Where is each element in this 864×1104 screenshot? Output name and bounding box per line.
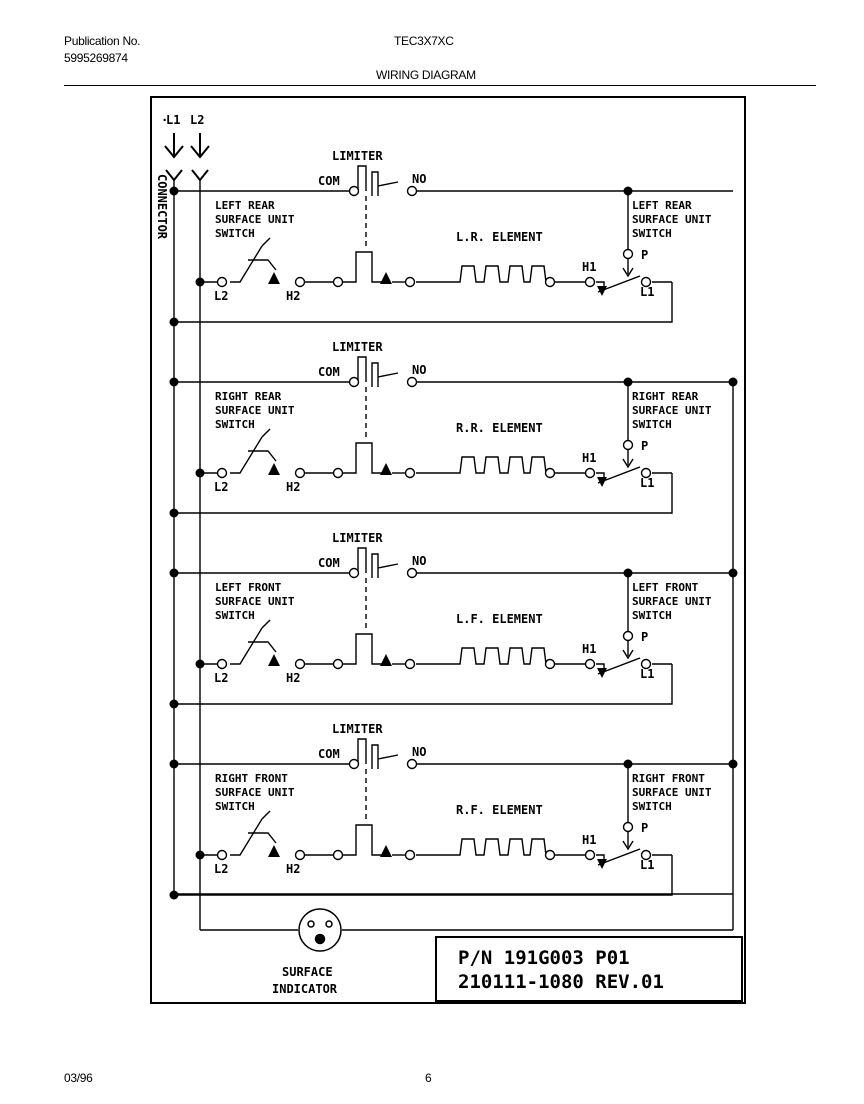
right-switch-label-line-3: SWITCH [632,609,672,622]
header-rule [64,85,816,86]
left-switch-label-line-1: RIGHT REAR [215,390,282,403]
right-switch-label-line-3: SWITCH [632,418,672,431]
h1-terminal-label: H1 [582,833,596,847]
supply-bus [173,180,734,931]
left-switch-label-line-3: SWITCH [215,609,255,622]
left-switch-label-line-1: LEFT REAR [215,199,275,212]
h2-terminal-label: H2 [286,671,300,685]
com-label: COM [318,747,340,761]
left-switch-label-line-3: SWITCH [215,227,255,240]
p-terminal-label: P [641,439,648,453]
p-terminal-label: P [641,821,648,835]
part-number-box [435,936,743,1002]
l2-terminal-label: L2 [214,862,228,876]
left-switch-label-line-2: SURFACE UNIT [215,404,295,417]
limiter-label: LIMITER [332,340,383,354]
right-switch-label-line-1: RIGHT REAR [632,390,699,403]
left-switch-label-line-2: SURFACE UNIT [215,786,295,799]
left-switch-label-line-3: SWITCH [215,800,255,813]
right-switch-label-line-2: SURFACE UNIT [632,595,712,608]
right-switch-label-line-3: SWITCH [632,800,672,813]
no-label: NO [412,745,426,759]
p-terminal-label: P [641,248,648,262]
limiter-label: LIMITER [332,722,383,736]
limiter-label: LIMITER [332,531,383,545]
indicator-label-line-2: INDICATOR [272,982,338,996]
no-label: NO [412,172,426,186]
publication-number: 5995269874 [64,51,128,65]
revision-number: 210111-1080 REV.01 [458,971,664,993]
left-switch-label-line-2: SURFACE UNIT [215,213,295,226]
element-label: L.F. ELEMENT [456,612,543,626]
h2-terminal-label: H2 [286,480,300,494]
no-label: NO [412,363,426,377]
limiter-label: LIMITER [332,149,383,163]
l1-terminal-label: L1 [640,476,654,490]
l2-terminal-label: L2 [214,480,228,494]
l1-terminal-label: L1 [640,667,654,681]
model-number: TEC3X7XC [394,34,454,48]
l1-terminal-label: L1 [640,285,654,299]
part-number: P/N 191G003 P01 [458,947,630,969]
element-label: R.R. ELEMENT [456,421,543,435]
right-switch-label-line-2: SURFACE UNIT [632,404,712,417]
left-switch-label-line-1: LEFT FRONT [215,581,282,594]
l1-mark: · [161,113,168,127]
left-switch-label-line-3: SWITCH [215,418,255,431]
l1-label: L1 [166,113,180,127]
left-switch-label-line-1: RIGHT FRONT [215,772,288,785]
l1-terminal-label: L1 [640,858,654,872]
right-switch-label-line-1: RIGHT FRONT [632,772,705,785]
diagram-border [150,96,746,1004]
element-label: R.F. ELEMENT [456,803,543,817]
h1-terminal-label: H1 [582,642,596,656]
h1-terminal-label: H1 [582,451,596,465]
com-label: COM [318,556,340,570]
element-label: L.R. ELEMENT [456,230,543,244]
section-title: WIRING DIAGRAM [376,68,476,82]
footer-date: 03/96 [64,1071,93,1085]
right-switch-label-line-2: SURFACE UNIT [632,786,712,799]
h1-terminal-label: H1 [582,260,596,274]
surface-indicator-lamp [298,908,342,952]
l2-label: L2 [190,113,204,127]
p-terminal-label: P [641,630,648,644]
h2-terminal-label: H2 [286,289,300,303]
page-number: 6 [425,1071,432,1085]
com-label: COM [318,365,340,379]
supply-arrows [164,133,210,182]
h2-terminal-label: H2 [286,862,300,876]
publication-label: Publication No. [64,34,141,48]
no-label: NO [412,554,426,568]
l2-terminal-label: L2 [214,289,228,303]
right-switch-label-line-2: SURFACE UNIT [632,213,712,226]
connector-label: CONNECTOR [155,174,169,240]
indicator-label-line-1: SURFACE [282,965,333,979]
right-switch-label-line-1: LEFT REAR [632,199,692,212]
l2-terminal-label: L2 [214,671,228,685]
right-switch-label-line-3: SWITCH [632,227,672,240]
com-label: COM [318,174,340,188]
right-switch-label-line-1: LEFT FRONT [632,581,699,594]
left-switch-label-line-2: SURFACE UNIT [215,595,295,608]
